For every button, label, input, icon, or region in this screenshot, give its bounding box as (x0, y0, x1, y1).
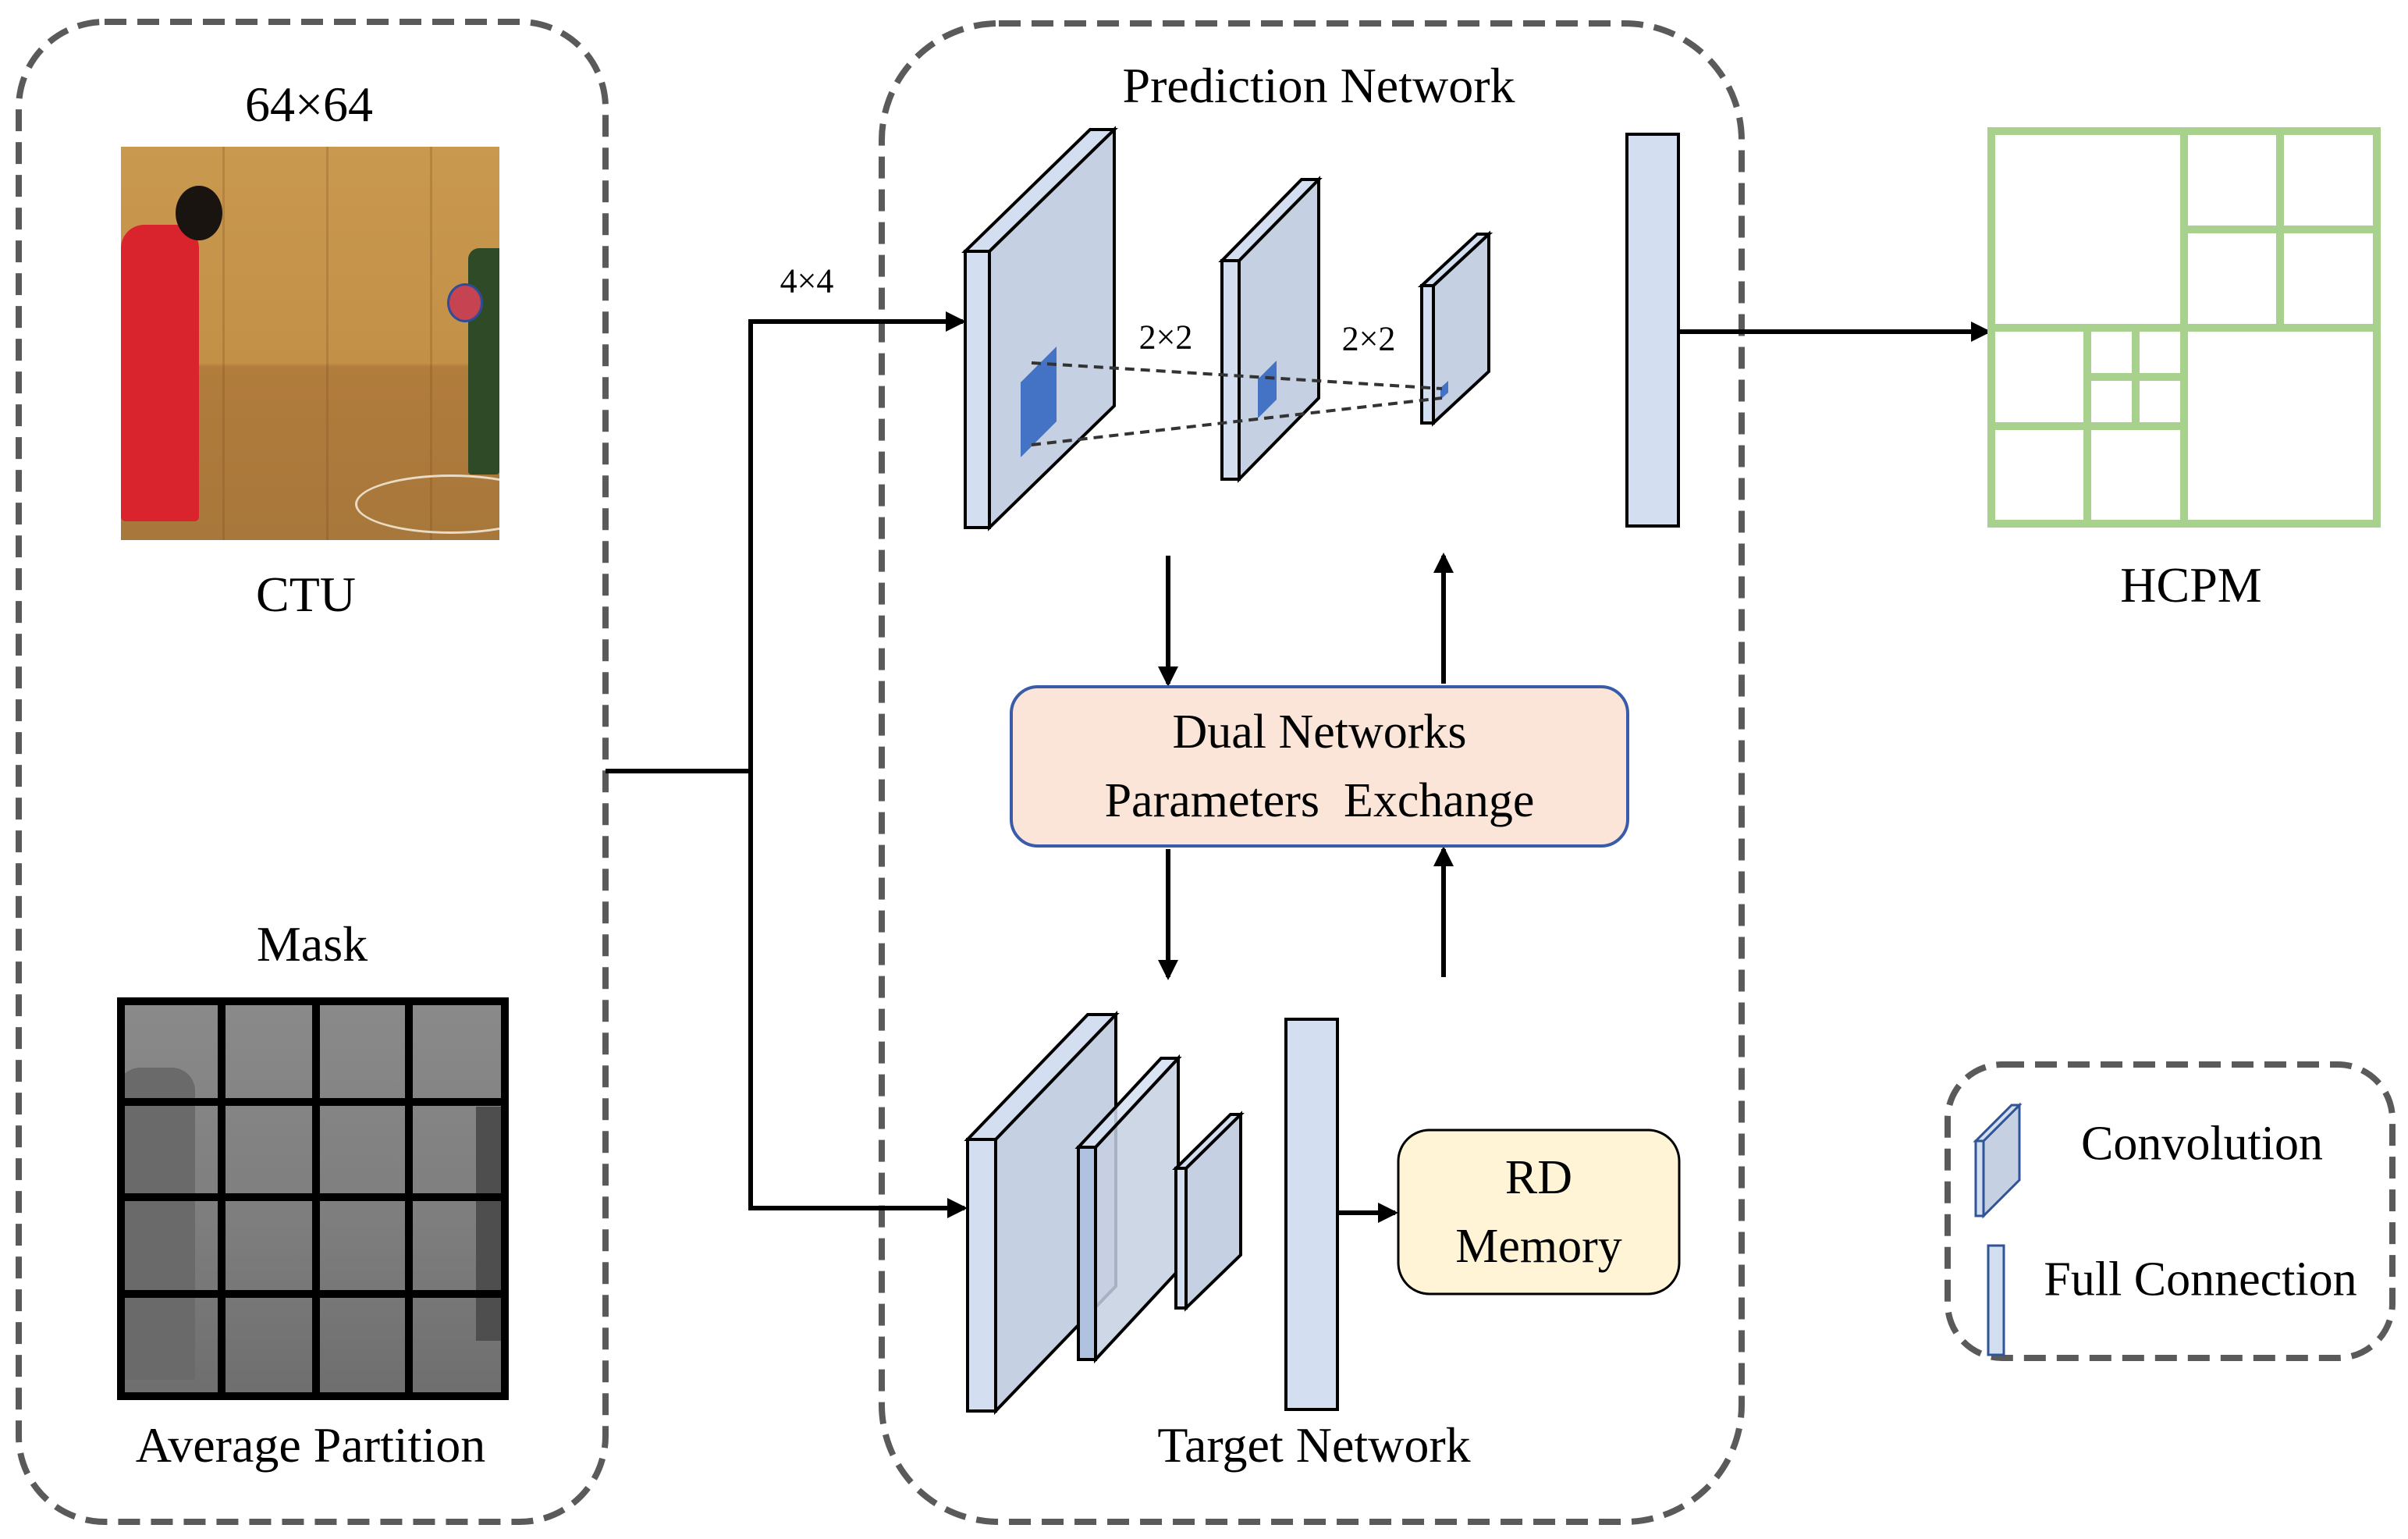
ctu-label: CTU (256, 567, 356, 622)
legend-convolution-label: Convolution (2080, 1117, 2324, 1171)
ctu-image (121, 147, 499, 540)
exchange-arrows (1158, 553, 1454, 980)
target-network-title: Target Network (1157, 1417, 1471, 1473)
input-connector (606, 311, 968, 1218)
convolution-layer-icon (1973, 1102, 2023, 1219)
rd-line-2: Memory (1455, 1220, 1622, 1273)
prediction-kernel-2 (1258, 361, 1277, 418)
mask-grid (117, 997, 509, 1400)
target-conv-layer-2 (1074, 1054, 1182, 1364)
prediction-kernel-1 (1021, 347, 1057, 457)
hcpm-label: HCPM (2120, 557, 2262, 613)
player-red (121, 225, 199, 521)
hcpm-partition-map (1987, 127, 2381, 528)
rd-memory-shape (1397, 1128, 1681, 1296)
player-red-head (176, 186, 222, 240)
prediction-conv-layer-3 (1417, 230, 1493, 427)
patch-size-label: 4×4 (780, 261, 834, 300)
mask-label: Mask (256, 916, 368, 972)
pool-label-2: 2×2 (1341, 319, 1396, 358)
rd-memory-box: RD Memory (1398, 1130, 1679, 1294)
legend-panel (1945, 1061, 2396, 1361)
rd-line-1: RD (1504, 1151, 1573, 1204)
basketball (447, 283, 483, 322)
mask-image (117, 997, 509, 1400)
prediction-conv-layer-1 (961, 126, 1118, 531)
court-line (355, 474, 499, 534)
exchange-box-shape (1010, 685, 1629, 848)
prediction-conv-layer-2 (1218, 176, 1323, 483)
prediction-network-title: Prediction Network (1122, 58, 1515, 113)
target-fc-layer (1284, 1018, 1339, 1411)
pool-label-1: 2×2 (1138, 318, 1193, 357)
prediction-fc-layer (1625, 133, 1680, 528)
receptive-field-lines (1031, 361, 1443, 446)
prediction-kernel-3 (1440, 381, 1448, 400)
legend-full-connection-label: Full Connection (2044, 1253, 2357, 1306)
exchange-box: Dual Networks Parameters Exchange (1011, 687, 1628, 846)
player-green (468, 248, 499, 474)
exchange-line-2: Parameters Exchange (1104, 774, 1535, 827)
network-panel (879, 20, 1745, 1525)
exchange-line-1: Dual Networks (1172, 706, 1467, 759)
full-connection-layer-icon (1987, 1244, 2005, 1356)
mask-caption: Average Partition (135, 1417, 486, 1473)
ctu-size-label: 64×64 (244, 76, 374, 132)
target-conv-layer-3 (1172, 1111, 1245, 1312)
